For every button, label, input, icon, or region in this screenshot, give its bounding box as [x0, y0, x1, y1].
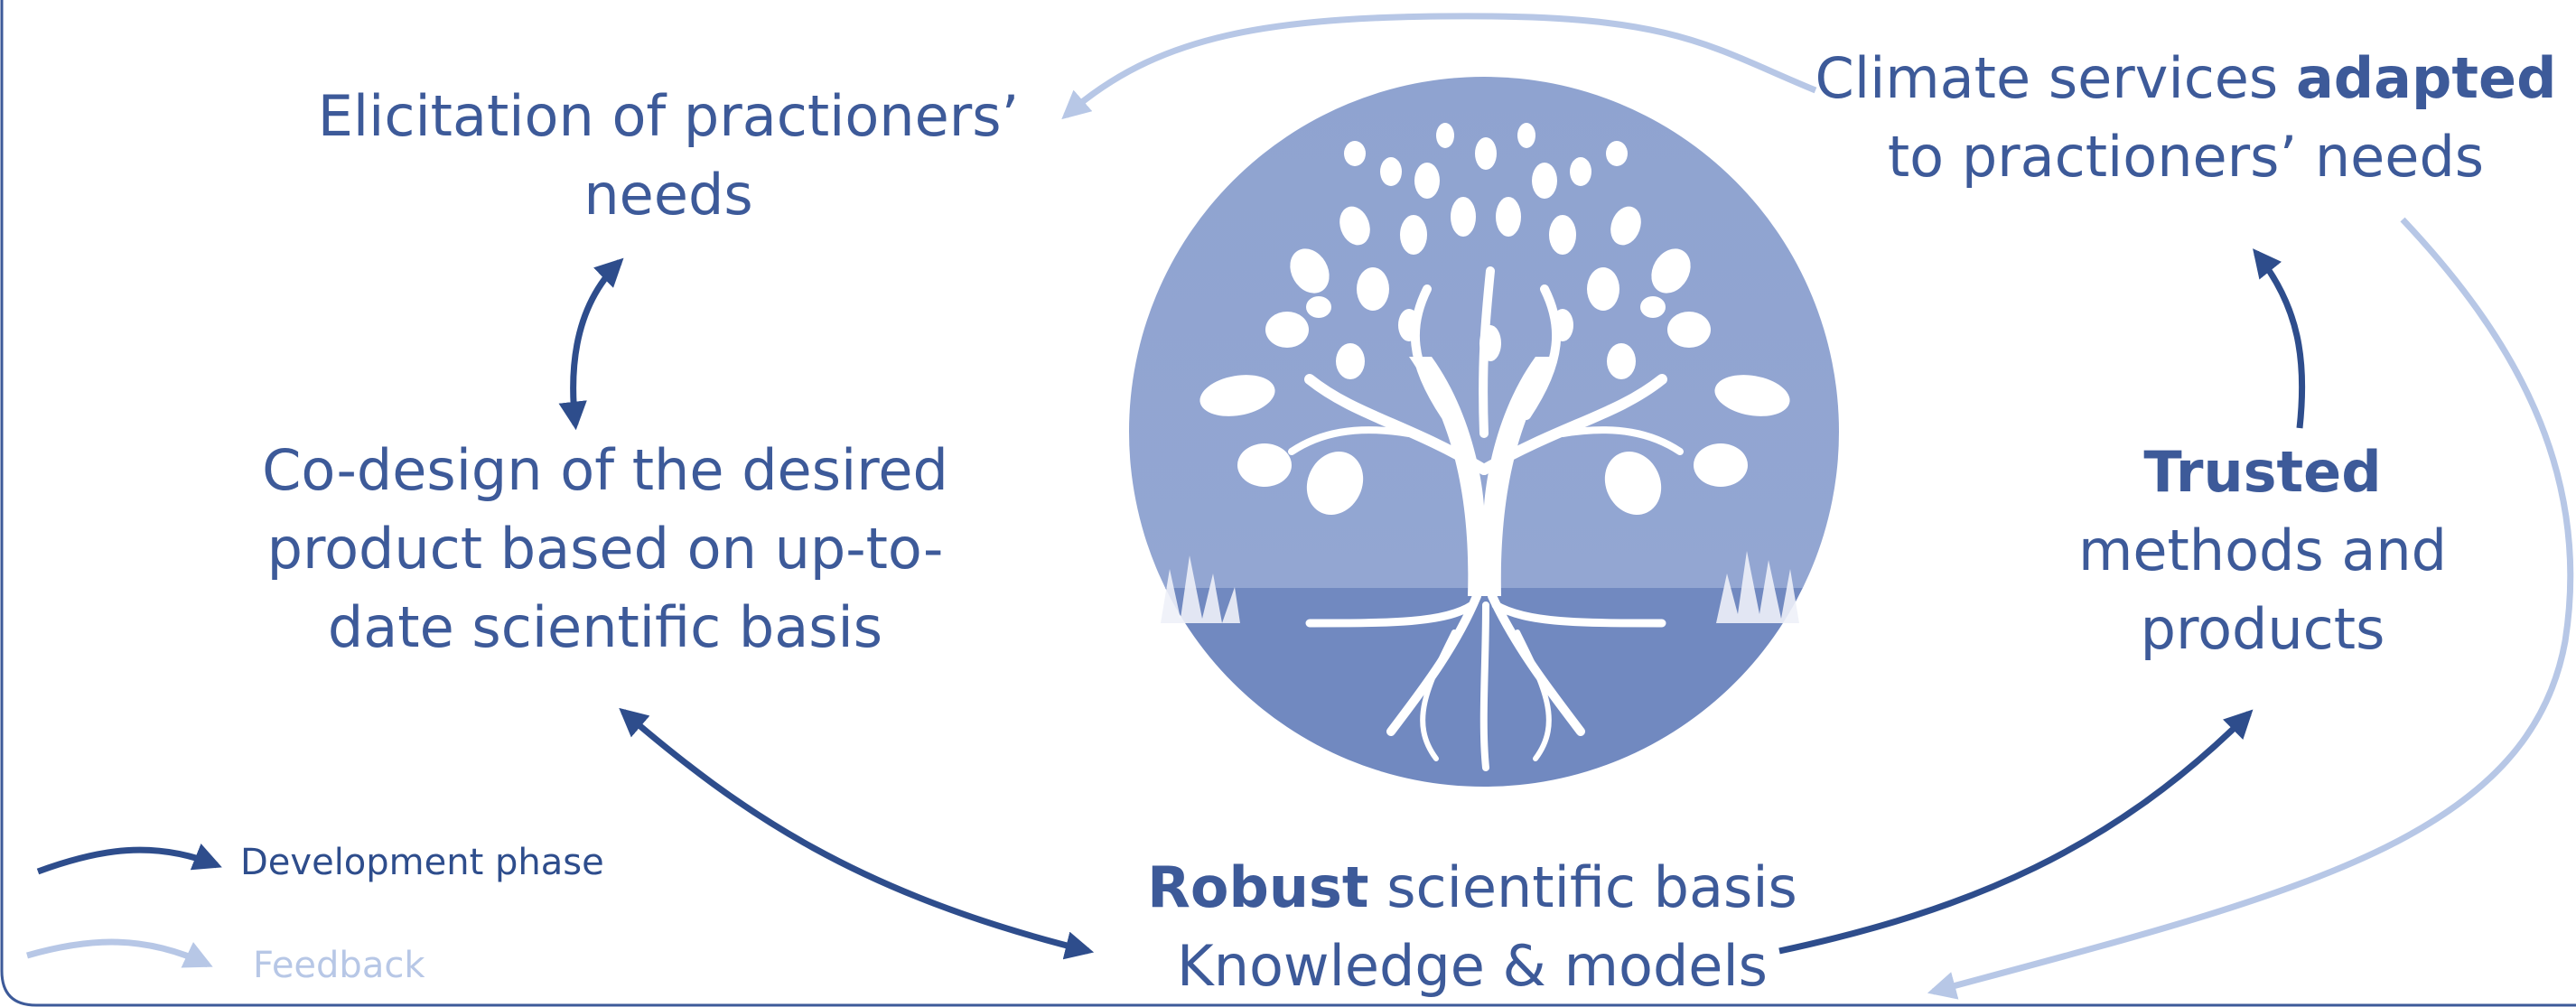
node-trusted-line2: methods and: [2077, 517, 2448, 583]
node-robust-bold: Robust: [1147, 854, 1369, 920]
development-arrow-elicitation-codesign: [558, 257, 624, 431]
node-robust-post: scientific basis: [1368, 854, 1797, 920]
feedback-arrow-right: [1927, 217, 2574, 1000]
development-arrow-trusted-climate: [2253, 248, 2306, 429]
node-climate-services-pre: Climate services: [1815, 45, 2296, 111]
node-elicitation: Elicitation of practioners’ needs: [289, 78, 1048, 235]
node-codesign-line2: product based on up-to-: [266, 515, 944, 582]
node-climate-services: Climate services adapted to practioners’…: [1806, 40, 2565, 197]
node-robust: Robust scientific basis Knowledge & mode…: [1075, 849, 1870, 1006]
node-trusted: Trusted methods and products: [2059, 434, 2466, 668]
feedback-arrow-top: [1061, 13, 1817, 120]
node-trusted-bold: Trusted: [2143, 439, 2382, 505]
node-codesign-line3: date scientific basis: [327, 593, 883, 660]
node-climate-services-line1: Climate services adapted: [1806, 40, 2565, 118]
node-climate-services-line2: to practioners’ needs: [1887, 123, 2485, 190]
node-trusted-bold-line: Trusted: [2059, 434, 2466, 512]
legend-development-label: Development phase: [240, 842, 604, 883]
node-codesign: Co-design of the desired product based o…: [217, 432, 994, 667]
development-arrow-robust-trusted: [1778, 709, 2254, 955]
tree-of-life-icon: [1129, 77, 1839, 787]
node-elicitation-line1: Elicitation of practioners’: [317, 83, 1020, 149]
legend-development-arrow: [36, 844, 222, 875]
node-robust-line2: Knowledge & models: [1177, 932, 1768, 999]
node-climate-services-bold: adapted: [2295, 45, 2557, 111]
legend-feedback-arrow: [26, 938, 213, 968]
node-robust-line1: Robust scientific basis: [1075, 849, 1870, 928]
node-elicitation-line2: needs: [583, 161, 753, 228]
development-arrow-codesign-robust: [619, 707, 1095, 960]
node-codesign-line1: Co-design of the desired: [262, 437, 948, 503]
legend-feedback-label: Feedback: [253, 945, 425, 986]
node-trusted-line3: products: [2140, 595, 2385, 662]
